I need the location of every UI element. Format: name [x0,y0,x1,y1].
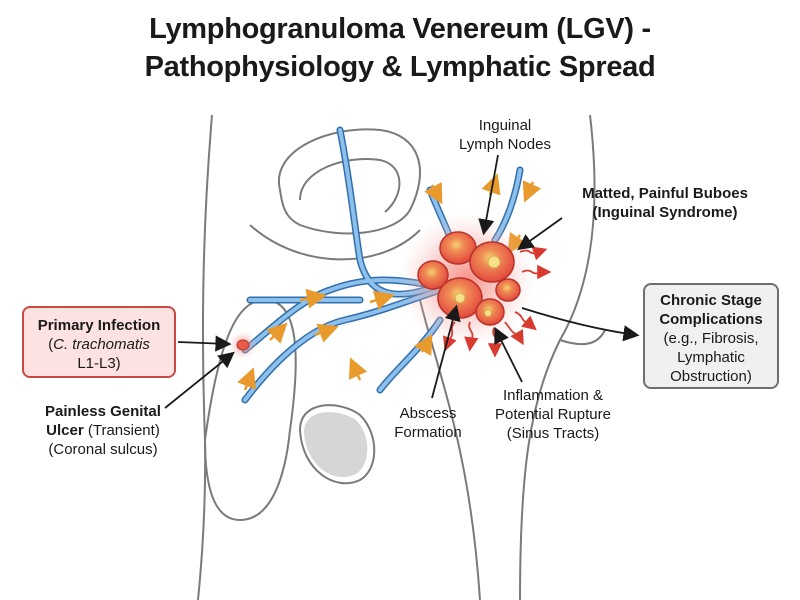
abscess-core-1 [487,255,501,269]
rupture-arrow-3 [514,311,537,331]
label-buboes-line-1: Matted, Painful Buboes [582,185,748,202]
primary-infection-line-2: (C. trachomatis [24,335,174,354]
left-flank-outline [197,114,213,600]
callout-primary-infection [177,335,232,352]
rupture-arrow-7 [504,321,524,346]
abscess-cores [454,255,501,317]
label-inguinal-nodes: Inguinal Lymph Nodes [440,116,570,154]
flow-arrow-11 [413,333,433,356]
abscess-core-3 [484,309,492,317]
callout-arrows [164,154,640,409]
ulcer-lesion [236,339,250,351]
flow-arrow-4 [266,322,288,344]
label-ulcer: Painless Genital Ulcer (Transient) (Coro… [28,402,178,459]
abscess-core-2 [454,292,466,304]
label-ulcer-line-3: (Coronal sulcus) [48,441,158,458]
gluteal-line [559,329,606,346]
chronic-line-4: Lymphatic [677,349,745,366]
rupture-arrow-5 [464,321,479,352]
label-ulcer-line-1: Painless Genital [45,403,161,420]
diagram-title: Lymphogranuloma Venereum (LGV) - Pathoph… [0,10,800,86]
pelvic-bone-outline [277,128,421,235]
testis-fill [304,412,368,478]
primary-infection-title: Primary Infection [37,317,161,334]
flow-arrow-1 [299,288,327,309]
label-ulcer-transient: (Transient) [83,422,160,439]
right-flank-outline [519,114,596,600]
chronic-complications-box: Chronic Stage Complications (e.g., Fibro… [643,283,779,389]
label-buboes: Matted, Painful Buboes (Inguinal Syndrom… [555,184,775,222]
chronic-line-2: Complications [659,311,763,328]
flow-arrow-10 [348,357,368,381]
callout-ulcer [164,351,235,409]
primary-infection-paren: ( [48,336,54,353]
label-ulcer-word: Ulcer [46,422,84,439]
primary-infection-box: Primary Infection (C. trachomatis L1-L3) [22,306,176,378]
rupture-arrow-2 [521,264,552,280]
lymph-node-6 [495,278,521,302]
penis-outline [203,298,297,522]
label-abscess: Abscess Formation [378,404,478,442]
label-abscess-line-2: Formation [394,424,462,441]
rupture-arrow-1 [519,246,548,261]
body-outline [197,114,606,600]
title-line-1: Lymphogranuloma Venereum (LGV) - [149,13,651,45]
label-inflammation-line-2: Potential Rupture [495,406,611,423]
flow-arrow-3 [314,323,339,343]
label-inguinal-nodes-line-1: Inguinal [478,117,532,134]
label-inguinal-nodes-line-2: Lymph Nodes [459,136,551,153]
flow-arrow-2 [369,290,395,310]
flow-arrow-5 [237,367,256,391]
primary-infection-organism: C. trachomatis [53,336,150,353]
callout-buboes [517,217,563,251]
label-inflammation: Inflammation & Potential Rupture (Sinus … [478,386,628,443]
label-inflammation-line-3: (Sinus Tracts) [506,425,600,442]
label-ulcer-line-2: Ulcer (Transient) [28,421,178,440]
label-inflammation-line-1: Inflammation & [502,387,604,404]
lymph-node-3 [417,260,449,290]
pelvic-inner-outline [299,158,401,213]
callout-inflammation [494,326,523,383]
callout-inguinal-nodes [478,154,499,236]
chronic-line-3: (e.g., Fibrosis, [663,330,759,347]
testis-outline [298,404,376,485]
flow-arrow-8 [522,180,542,203]
title-line-2: Pathophysiology & Lymphatic Spread [144,51,656,83]
chronic-line-5: Obstruction) [670,368,752,385]
flow-arrow-6 [424,182,443,205]
chronic-line-1: Chronic Stage [660,292,762,309]
label-buboes-line-2: (Inguinal Syndrome) [592,204,738,221]
primary-infection-serovars: L1-L3) [77,355,121,372]
callout-abscess [431,304,461,399]
rupture-arrow-6 [443,321,457,352]
label-abscess-line-1: Abscess [399,405,457,422]
pubic-curve [249,224,421,261]
callout-chronic [521,307,640,342]
